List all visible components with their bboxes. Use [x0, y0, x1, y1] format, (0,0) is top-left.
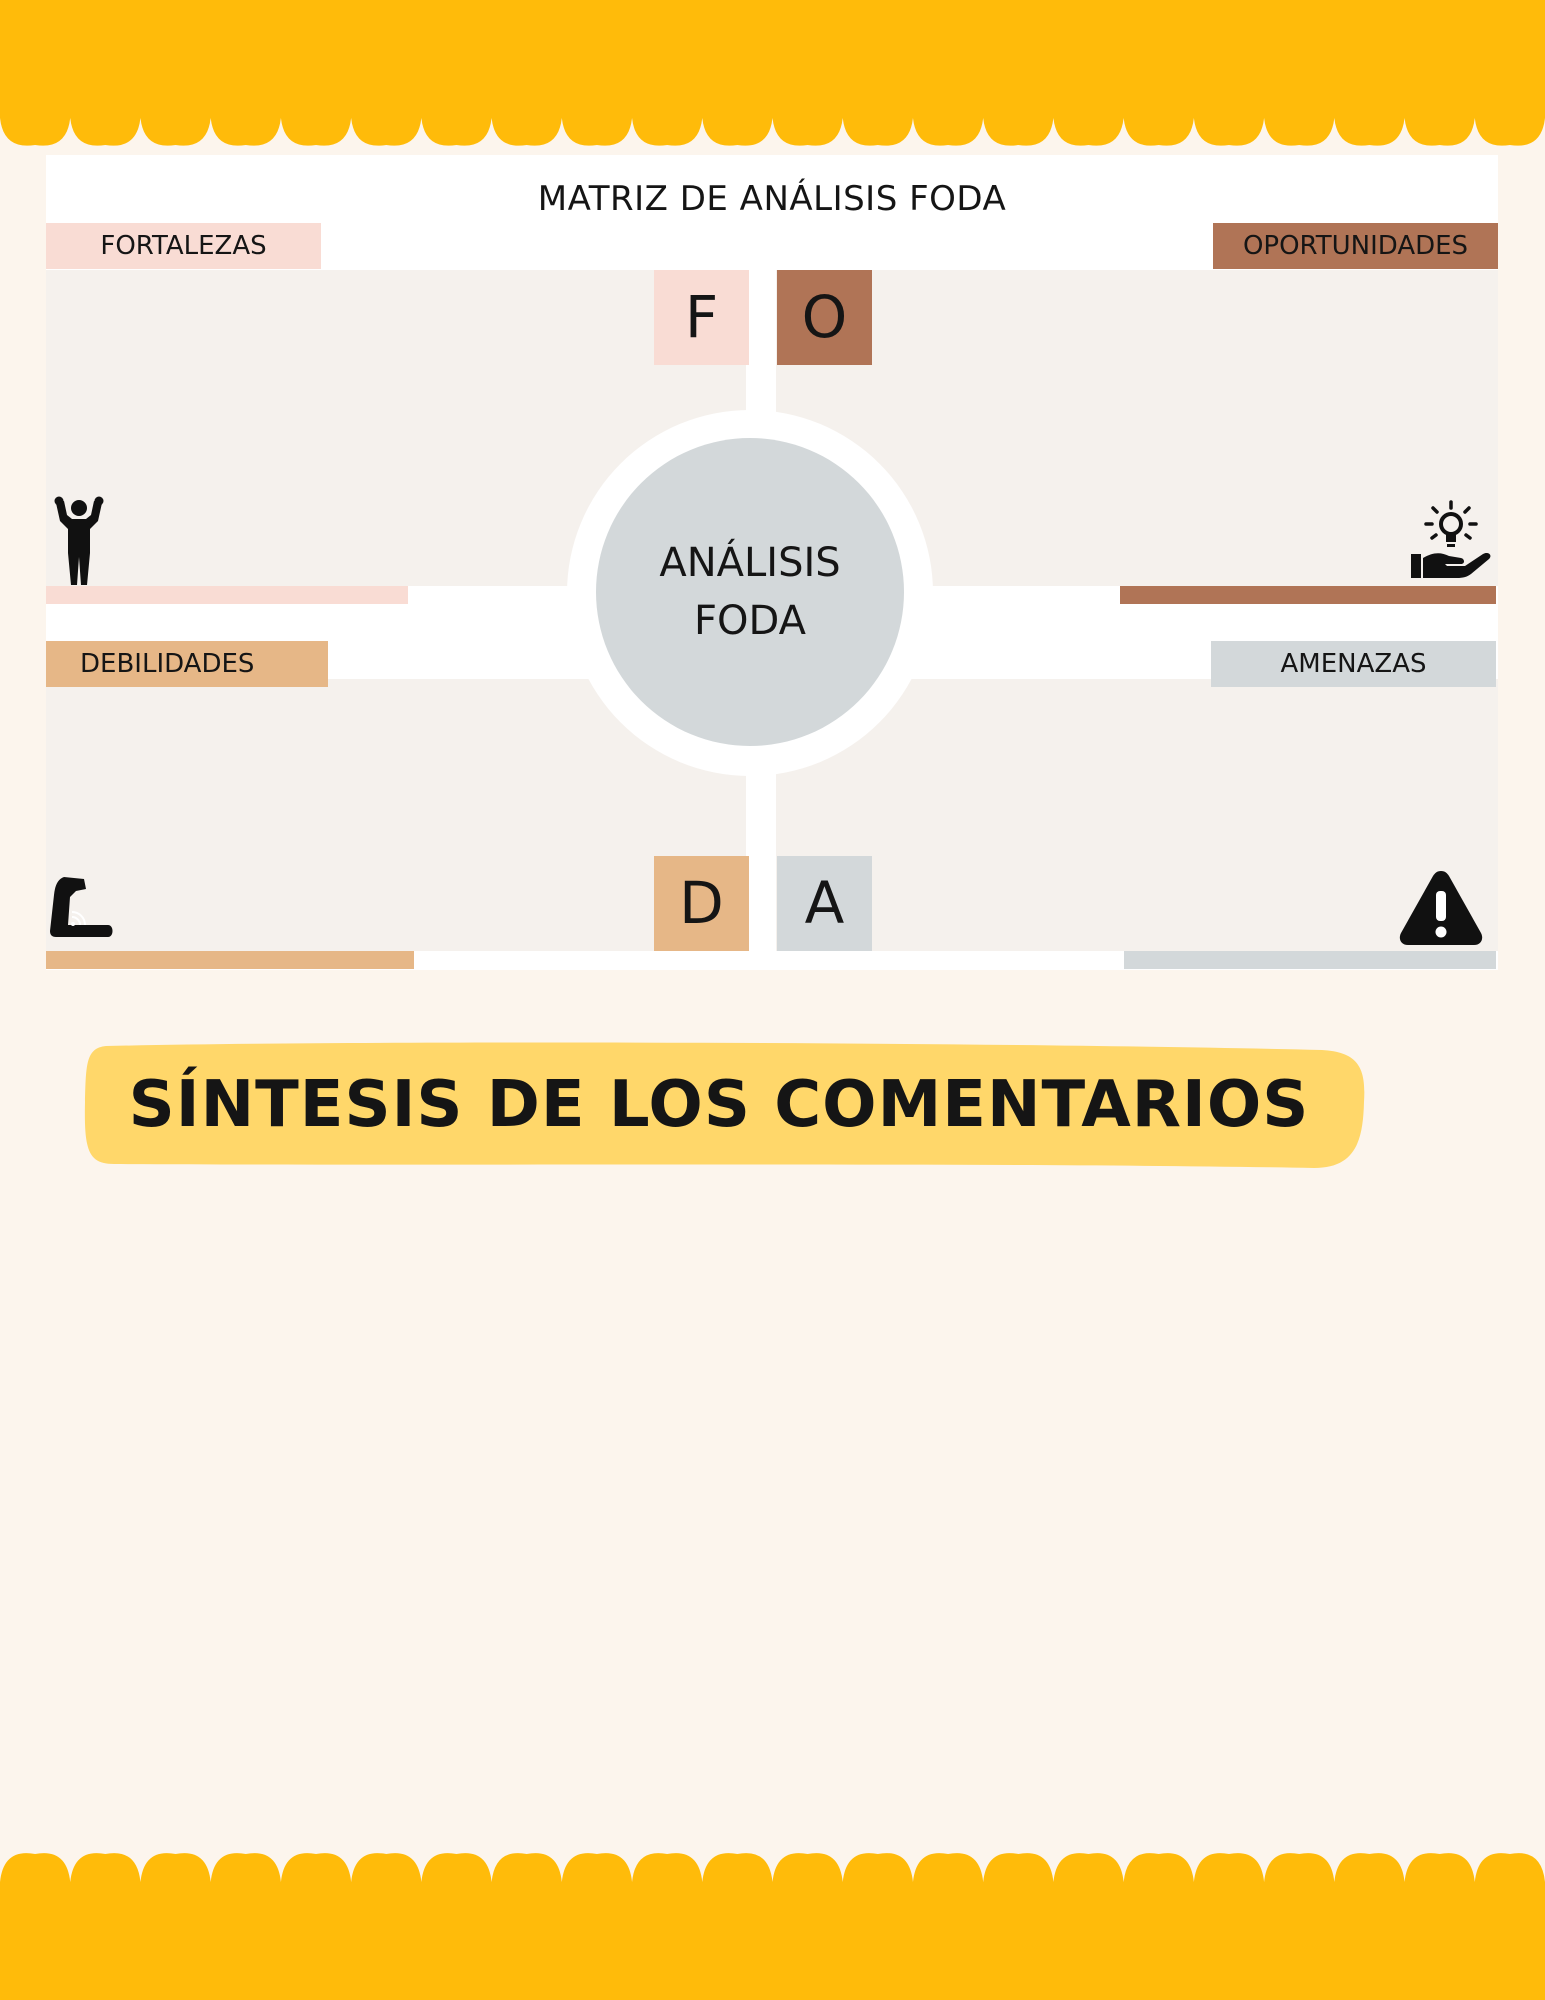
top-wave-border: [0, 0, 1545, 146]
debilidades-label: DEBILIDADES: [46, 641, 328, 687]
flexing-man-icon: [54, 496, 104, 585]
amenazas-area[interactable]: [776, 679, 1498, 951]
summary-heading: SÍNTESIS DE LOS COMENTARIOS: [128, 1068, 1310, 1142]
oportunidades-label: OPORTUNIDADES: [1213, 223, 1498, 269]
hand-lightbulb-icon: [1411, 500, 1491, 578]
letter-o-tile: O: [777, 270, 872, 365]
center-line-2: FODA: [694, 598, 806, 644]
debilidades-bar: [46, 951, 414, 969]
amenazas-label: AMENAZAS: [1211, 641, 1496, 687]
letter-d-tile: D: [654, 856, 749, 951]
center-line-1: ANÁLISIS: [659, 540, 841, 586]
foda-matrix: MATRIZ DE ANÁLISIS FODA FORTALEZAS OPORT…: [46, 155, 1498, 970]
letter-f-tile: F: [654, 270, 749, 365]
matrix-title: MATRIZ DE ANÁLISIS FODA: [537, 179, 1007, 219]
fortalezas-bar: [46, 586, 408, 604]
amenazas-bar: [1124, 951, 1496, 969]
fortalezas-label: FORTALEZAS: [46, 223, 321, 269]
bottom-wave-border: [0, 1853, 1545, 2000]
summary-banner: [84, 1042, 1365, 1168]
oportunidades-bar: [1120, 586, 1496, 604]
weak-arm-icon: [50, 877, 113, 937]
letter-a-tile: A: [777, 856, 872, 951]
center-circle: ANÁLISIS FODA: [596, 438, 904, 746]
warning-triangle-icon: [1399, 871, 1483, 945]
